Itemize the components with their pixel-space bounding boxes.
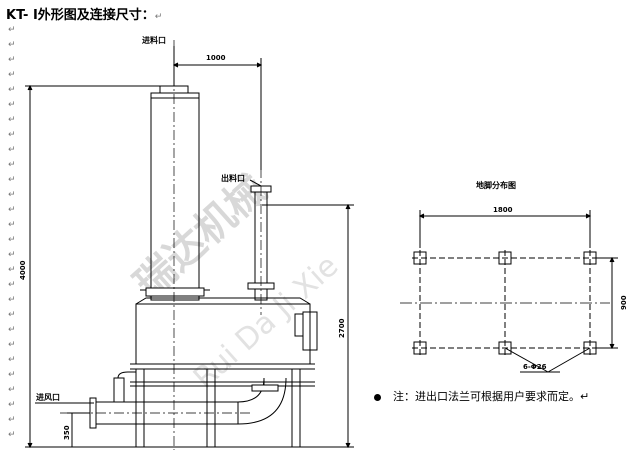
paragraph-mark: ↵ (8, 235, 16, 245)
note: 注：进出口法兰可根据用户要求而定。↵ (374, 388, 589, 404)
paragraph-mark: ↵ (8, 205, 16, 215)
title-text: KT- Ⅰ外形图及连接尺寸： (6, 8, 155, 23)
outlet-leader (249, 179, 262, 187)
elbow-pipe (237, 377, 287, 425)
housing-top (135, 297, 311, 305)
paragraph-mark: ↵ (8, 220, 16, 230)
paragraph-mark: ↵ (8, 175, 16, 185)
frame-leg-right (291, 368, 301, 448)
page-title: KT- Ⅰ外形图及连接尺寸：↵ (6, 4, 162, 23)
watermark: 瑞达机械 Rui Da Ji Xie (125, 165, 345, 396)
paragraph-mark: ↵ (8, 40, 16, 50)
elbow-flange (251, 384, 279, 392)
dim-900: 900 (620, 295, 628, 310)
dim-2700: 2700 (338, 318, 346, 338)
paragraph-mark: ↵ (8, 355, 16, 365)
paragraph-mark: ↵ (8, 85, 16, 95)
paragraph-mark: ↵ (8, 70, 16, 80)
dim-350: 350 (63, 425, 71, 440)
small-fitting-bend (117, 371, 136, 379)
air-inlet-label: 进风口 (36, 392, 60, 402)
paragraph-mark: ↵ (8, 295, 16, 305)
paragraph-mark: ↵ (8, 100, 16, 110)
bolt-holes-label: 6-Φ26 (523, 363, 547, 371)
inlet-label: 进料口 (142, 35, 166, 45)
paragraph-mark: ↵ (8, 145, 16, 155)
frame-leg-left (135, 368, 145, 448)
dim-1800: 1800 (493, 206, 513, 214)
dim-1000: 1000 (206, 54, 226, 62)
note-text: 注：进出口法兰可根据用户要求而定。↵ (393, 390, 590, 403)
paragraph-mark: ↵ (8, 250, 16, 260)
foundation-plan (400, 210, 618, 373)
side-box (294, 313, 304, 337)
paragraph-mark: ↵ (8, 130, 16, 140)
dim-4000: 4000 (19, 260, 27, 280)
foundation-label: 地脚分布图 (476, 180, 516, 190)
outlet-label: 出料口 (221, 173, 245, 183)
para-mark: ↵ (154, 12, 163, 22)
paragraph-mark: ↵ (8, 115, 16, 125)
paragraph-mark: ↵ (8, 400, 16, 410)
paragraph-mark: ↵ (8, 325, 16, 335)
watermark-en: Rui Da Ji Xie (187, 249, 345, 396)
bullet-icon (374, 393, 381, 401)
paragraph-mark: ↵ (8, 160, 16, 170)
paragraph-mark: ↵ (8, 280, 16, 290)
paragraph-mark: ↵ (8, 310, 16, 320)
paragraph-mark: ↵ (8, 265, 16, 275)
column-base-ring (145, 287, 205, 297)
paragraph-mark: ↵ (8, 190, 16, 200)
paragraph-mark: ↵ (8, 340, 16, 350)
paragraph-mark: ↵ (8, 25, 16, 35)
paragraph-mark: ↵ (8, 430, 16, 440)
paragraph-mark: ↵ (8, 55, 16, 65)
paragraph-mark: ↵ (8, 370, 16, 380)
small-fitting (113, 377, 125, 403)
paragraph-mark: ↵ (8, 385, 16, 395)
paragraph-mark: ↵ (8, 415, 16, 425)
